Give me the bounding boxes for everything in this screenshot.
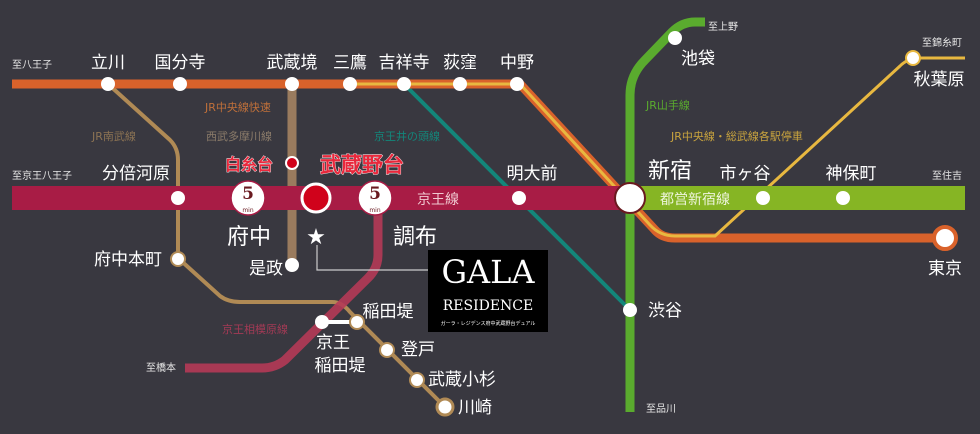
travel-time-unit: min (369, 207, 381, 214)
station-tachikawa: 立川 (91, 53, 125, 73)
pointer-line (316, 245, 428, 271)
station-mitaka: 三鷹 (333, 52, 367, 73)
dest-keio-hachioji: 至京王八王子 (12, 169, 72, 182)
station-nakano: 中野 (500, 53, 534, 73)
label-seibu-tamagawa: 西武多摩川線 (206, 129, 272, 143)
station-fuchu: 府中 (227, 225, 271, 250)
label-toei-shinjuku: 都営新宿線 (660, 191, 730, 208)
label-inokashira: 京王井の頭線 (374, 129, 440, 143)
dest-kinshicho: 至錦糸町 (922, 36, 962, 49)
station-dots (101, 31, 958, 417)
label-nambu: JR南武線 (91, 129, 136, 143)
dest-hachioji: 至八王子 (12, 59, 52, 71)
station-musashinodai-dot (300, 182, 332, 214)
label-keio: 京王線 (417, 192, 459, 208)
station-kawasaki: 川崎 (458, 398, 492, 418)
station-ichigaya: 市ヶ谷 (720, 164, 771, 184)
station-shiraitodai: 白糸台 (225, 155, 273, 174)
station-kokubunji: 国分寺 (155, 53, 206, 73)
station-ikebukuro: 池袋 (681, 49, 715, 69)
station-fuchuhonmachi: 府中本町 (94, 250, 162, 270)
dest-sumiyoshi: 至住吉 (932, 169, 962, 182)
station-tokyo: 東京 (928, 259, 962, 279)
dest-hashimoto: 至橋本 (146, 361, 176, 374)
station-labels: 立川 国分寺 武蔵境 三鷹 吉祥寺 荻窪 中野 池袋 秋葉原 分倍河原 明大前 … (91, 49, 965, 418)
dest-shinagawa: 至品川 (646, 403, 676, 415)
station-musashikosugi: 武蔵小杉 (428, 370, 496, 390)
station-ogikubo: 荻窪 (443, 53, 477, 73)
logo-sub: ガーラ・レジデンス府中武蔵野台デュアル (441, 320, 536, 327)
travel-time-chofu: 5 min (357, 180, 393, 216)
gala-residence-logo: GALA RESIDENCE ガーラ・レジデンス府中武蔵野台デュアル (428, 250, 548, 332)
logo-line2: RESIDENCE (443, 298, 534, 314)
station-inadazutsumi: 稲田堤 (363, 302, 414, 322)
station-musashinodai: 武蔵野台 (320, 152, 404, 177)
label-chuo-sobu: JR中央線・総武線各駅停車 (670, 129, 803, 143)
label-yamanote: JR山手線 (645, 98, 690, 112)
station-jimbocho: 神保町 (826, 164, 877, 184)
station-chofu: 調布 (393, 225, 437, 250)
line-toei-shinjuku (630, 186, 965, 210)
station-keio-inadazutsumi-2: 稲田堤 (315, 356, 366, 376)
line-yamanote (625, 17, 705, 412)
label-chuo-rapid: JR中央線快速 (204, 100, 271, 114)
station-shiraitodai-dot (285, 156, 299, 170)
station-akihabara: 秋葉原 (914, 70, 965, 90)
station-shinjuku: 新宿 (648, 159, 692, 184)
travel-time-value: 5 (369, 184, 381, 204)
dest-ueno: 至上野 (708, 21, 738, 33)
station-keio-inadazutsumi-1: 京王 (316, 333, 350, 353)
travel-time-unit: min (242, 207, 254, 214)
station-koremasa: 是政 (249, 259, 283, 279)
logo-line1: GALA (441, 253, 535, 291)
label-sagamihara: 京王相模原線 (222, 322, 288, 336)
station-musashisakai: 武蔵境 (267, 53, 318, 73)
station-bubaigawara: 分倍河原 (102, 164, 170, 184)
star-icon: ★ (306, 225, 326, 250)
travel-time-value: 5 (242, 184, 254, 204)
travel-time-fuchu: 5 min (230, 180, 266, 216)
station-shibuya: 渋谷 (648, 301, 682, 321)
station-meidaimae: 明大前 (507, 164, 558, 184)
station-noborito: 登戸 (401, 340, 435, 360)
station-kichijoji: 吉祥寺 (379, 53, 430, 73)
